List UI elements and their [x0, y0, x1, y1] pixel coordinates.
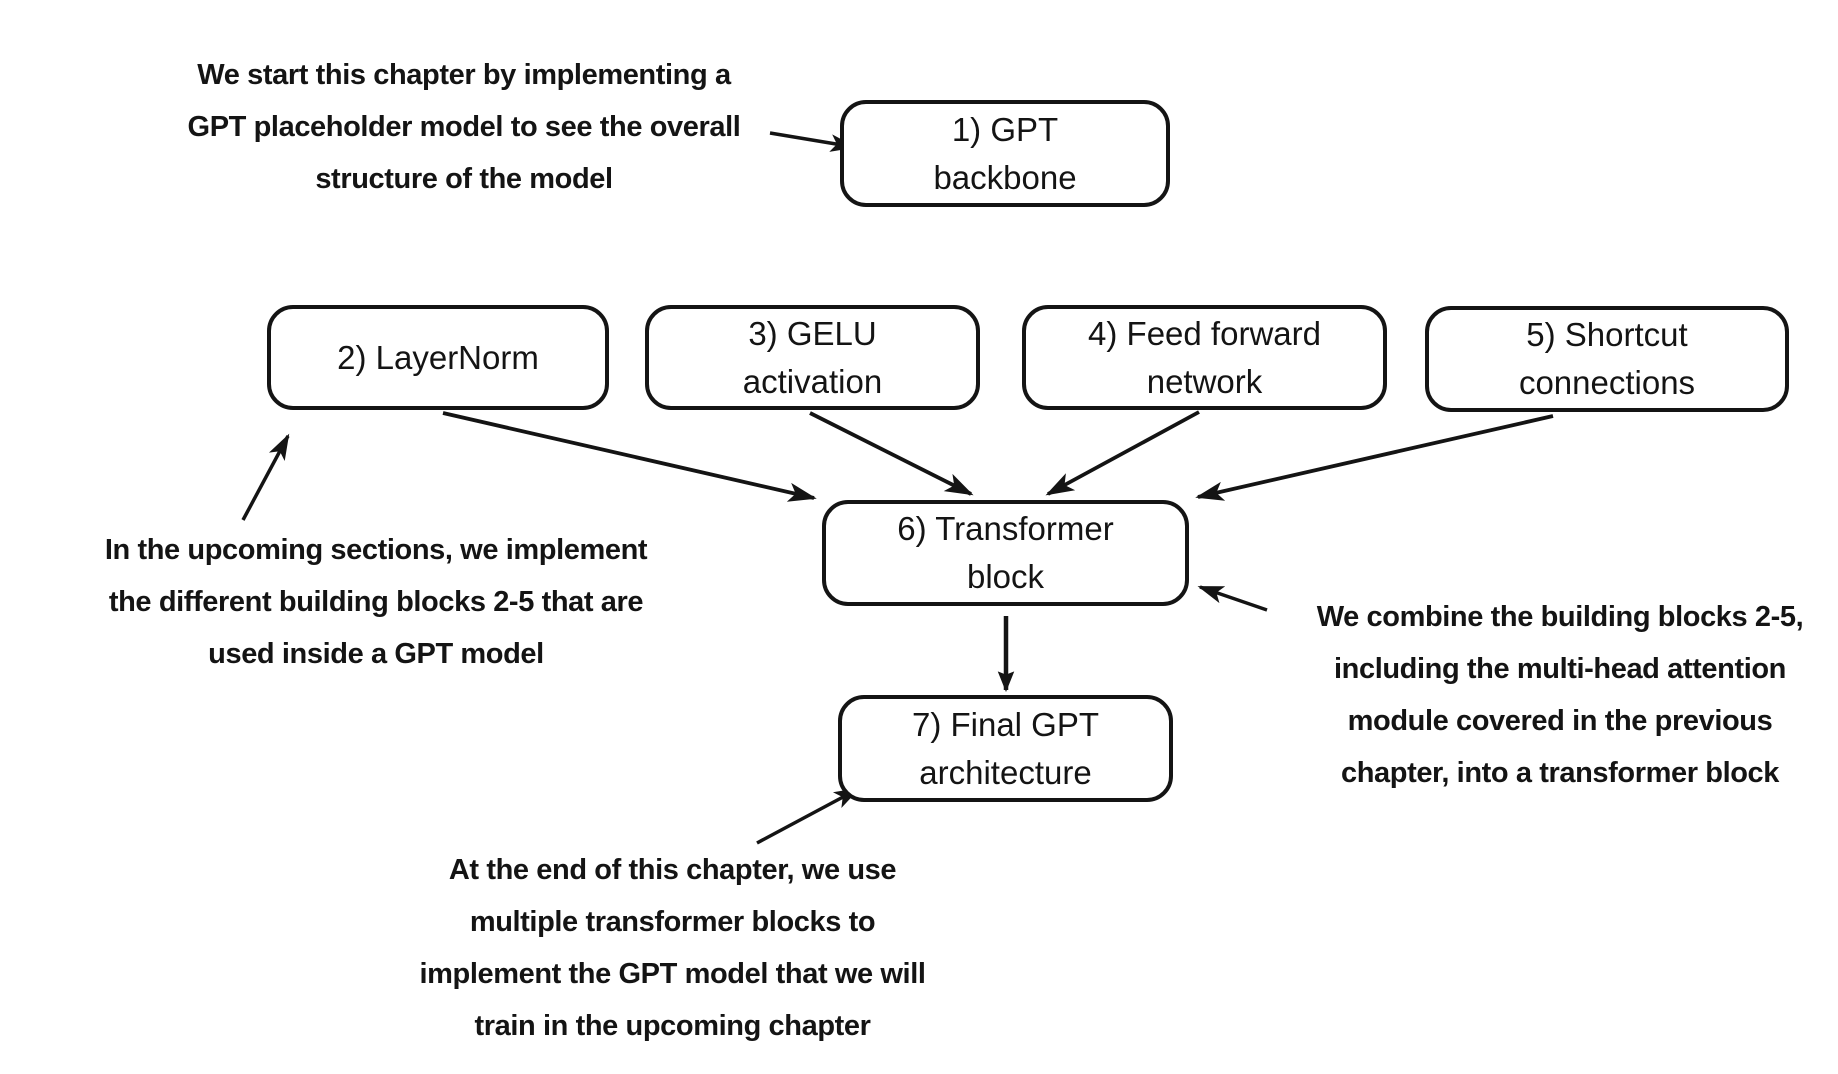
annotation-line: GPT placeholder model to see the overall [187, 111, 741, 143]
annotation-line: implement the GPT model that we will [419, 958, 926, 990]
node-shortcut-connections: 5) Shortcut connections [1425, 306, 1789, 412]
node-feed-forward-network: 4) Feed forward network [1022, 305, 1387, 410]
node-label: 4) Feed forward [1088, 314, 1321, 352]
annotation-line: We start this chapter by implementing a [197, 59, 731, 91]
annotation-transformer-block-note: We combine the building blocks 2-5, incl… [1290, 591, 1830, 799]
node-label: block [966, 558, 1045, 595]
node-label: architecture [919, 753, 1092, 791]
annotation-line: multiple transformer blocks to [469, 906, 876, 938]
annotation-gpt-backbone-note: We start this chapter by implementing a … [150, 49, 778, 205]
arrow-note2-to-layernorm [241, 433, 290, 521]
node-label: 2) LayerNorm [337, 338, 539, 376]
node-label: 6) Transformer [897, 510, 1114, 547]
node-label: connections [1518, 364, 1696, 401]
annotation-building-blocks-note: In the upcoming sections, we implement t… [78, 524, 674, 680]
node-label: activation [742, 362, 883, 400]
node-final-gpt-architecture: 7) Final GPT architecture [838, 695, 1173, 802]
annotation-final-architecture-note: At the end of this chapter, we use multi… [390, 844, 955, 1052]
annotation-line: train in the upcoming chapter [474, 1010, 871, 1042]
arrow-note4-to-final-gpt [756, 787, 861, 845]
node-label: backbone [933, 158, 1077, 196]
annotation-line: the different building blocks 2-5 that a… [108, 586, 644, 618]
annotation-line: including the multi-head attention [1334, 653, 1786, 685]
node-gpt-backbone: 1) GPT backbone [840, 100, 1170, 207]
arrow-feed-forward-to-transformer-block [1045, 410, 1200, 496]
arrow-layernorm-to-transformer-block [442, 411, 817, 502]
annotation-line: module covered in the previous [1347, 705, 1773, 737]
node-label: 1) GPT [951, 110, 1059, 148]
arrow-shortcut-to-transformer-block [1195, 414, 1554, 501]
annotation-line: chapter, into a transformer block [1340, 757, 1780, 789]
node-label: 5) Shortcut [1526, 316, 1688, 353]
arrow-note3-to-transformer-block [1197, 585, 1268, 612]
annotation-line: We combine the building blocks 2-5, [1316, 601, 1804, 633]
node-gelu-activation: 3) GELU activation [645, 305, 980, 410]
node-transformer-block: 6) Transformer block [822, 500, 1189, 606]
node-layernorm: 2) LayerNorm [267, 305, 609, 410]
node-label: 7) Final GPT [911, 705, 1100, 743]
annotation-line: In the upcoming sections, we implement [104, 534, 648, 566]
node-label: network [1146, 362, 1263, 400]
node-label: 3) GELU [748, 314, 877, 352]
arrow-gelu-to-transformer-block [809, 411, 974, 496]
annotation-line: At the end of this chapter, we use [448, 854, 897, 886]
annotation-line: used inside a GPT model [208, 638, 544, 670]
annotation-line: structure of the model [315, 163, 613, 195]
